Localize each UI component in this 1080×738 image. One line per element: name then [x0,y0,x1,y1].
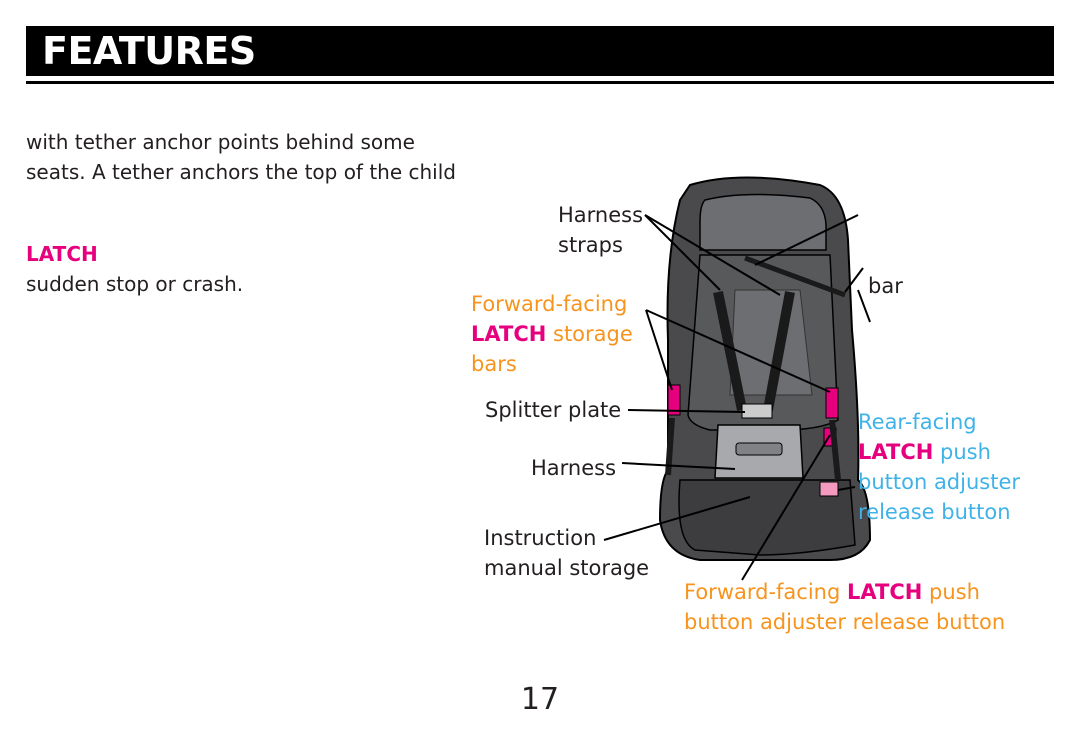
splitter-plate [741,403,773,419]
harness-strap-left [713,291,747,411]
harness-straps-label-1: Harness [558,203,644,227]
latch-heading: LATCH [26,242,98,266]
latch-word-rear: LATCH [858,440,934,464]
headrest [699,193,827,251]
header-rule [26,81,1054,84]
page-number: 17 [520,682,560,717]
push-word-rear: push [933,440,991,464]
forward-storage-label-1: Forward-facing [471,292,628,316]
tether-strap [744,255,846,298]
latch-bar-right [825,387,839,419]
harness-strap-right [763,291,795,411]
latch-bar-left [667,384,681,416]
instruction-label-1: Instruction [484,526,597,550]
rear-facing-label-4: release button [858,500,1011,524]
latch-word-forward: LATCH [847,580,923,604]
buckle-slot [735,442,783,456]
body-line-3: sudden stop or crash. [26,272,244,296]
bar-label: bar [868,274,903,298]
forward-storage-label-3: bars [471,352,517,376]
forward-facing-word: Forward-facing [684,580,847,604]
forward-push-label-1: Forward-facing LATCH push [684,577,980,607]
body-line-1: with tether anchor points behind some [26,130,415,154]
splitter-plate-label: Splitter plate [485,398,622,422]
forward-storage-label-2: LATCH storage [471,319,633,349]
forward-latch-button [819,481,839,497]
side-strap-right [829,419,841,481]
callout-lines [603,214,871,581]
latch-word: LATCH [471,322,547,346]
rear-facing-label-1: Rear-facing [858,410,977,434]
header-bar: FEATURES [26,26,1054,76]
rear-facing-label-2: LATCH push [858,437,991,467]
push-word-forward: push [922,580,980,604]
page-title: FEATURES [42,29,256,73]
instruction-label-2: manual storage [484,556,650,580]
harness-straps-label-2: straps [558,233,623,257]
forward-push-label-2: button adjuster release button [684,610,1006,634]
rear-facing-label-3: button adjuster [858,470,1021,494]
storage-word: storage [546,322,633,346]
harness-label: Harness [531,456,617,480]
body-line-2: seats. A tether anchors the top of the c… [26,160,456,184]
